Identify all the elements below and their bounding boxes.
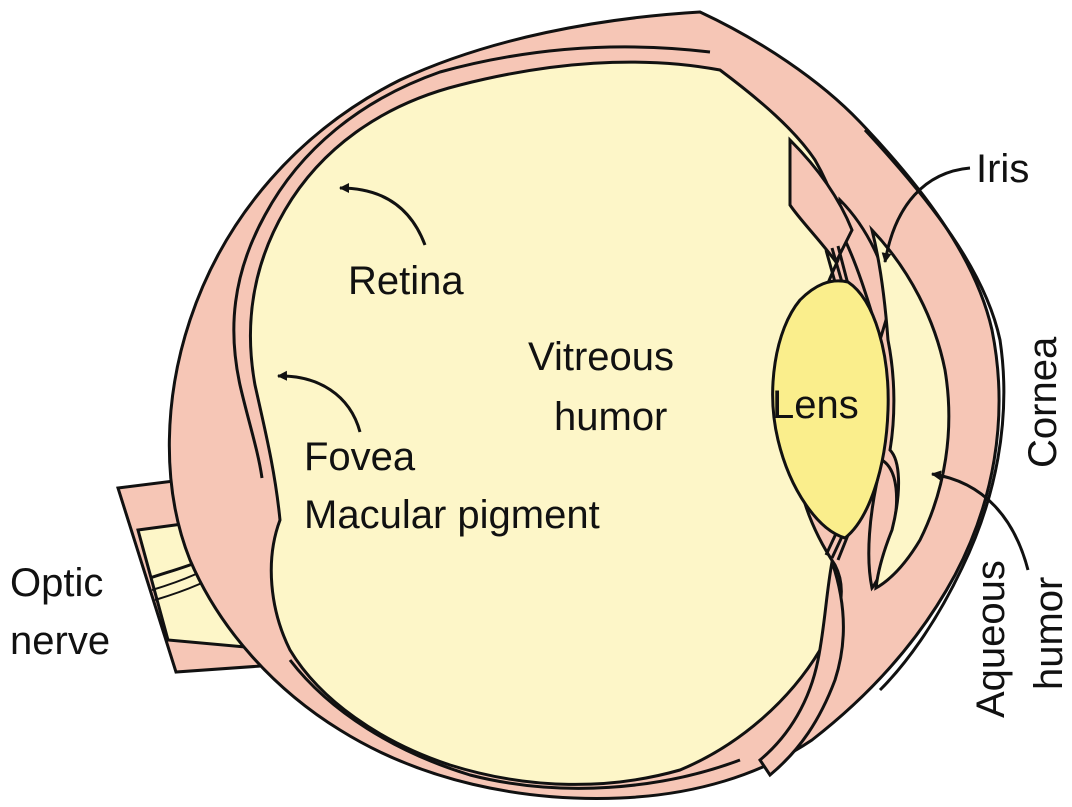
lens-label: Lens	[772, 383, 859, 427]
aqueous-label-line2: humor	[1027, 577, 1071, 690]
macular-pigment-label: Macular pigment	[304, 493, 600, 537]
aqueous-label-line1: Aqueous	[969, 560, 1013, 718]
cornea-label: Cornea	[1021, 336, 1065, 468]
iris-label: Iris	[976, 147, 1029, 191]
retina-label: Retina	[348, 259, 464, 303]
vitreous-label-line2: humor	[554, 395, 667, 439]
vitreous-body	[250, 62, 841, 784]
optic-label-line2: nerve	[10, 619, 110, 663]
optic-label-line1: Optic	[10, 561, 103, 605]
vitreous-label-line1: Vitreous	[528, 335, 674, 379]
fovea-label: Fovea	[304, 435, 416, 479]
